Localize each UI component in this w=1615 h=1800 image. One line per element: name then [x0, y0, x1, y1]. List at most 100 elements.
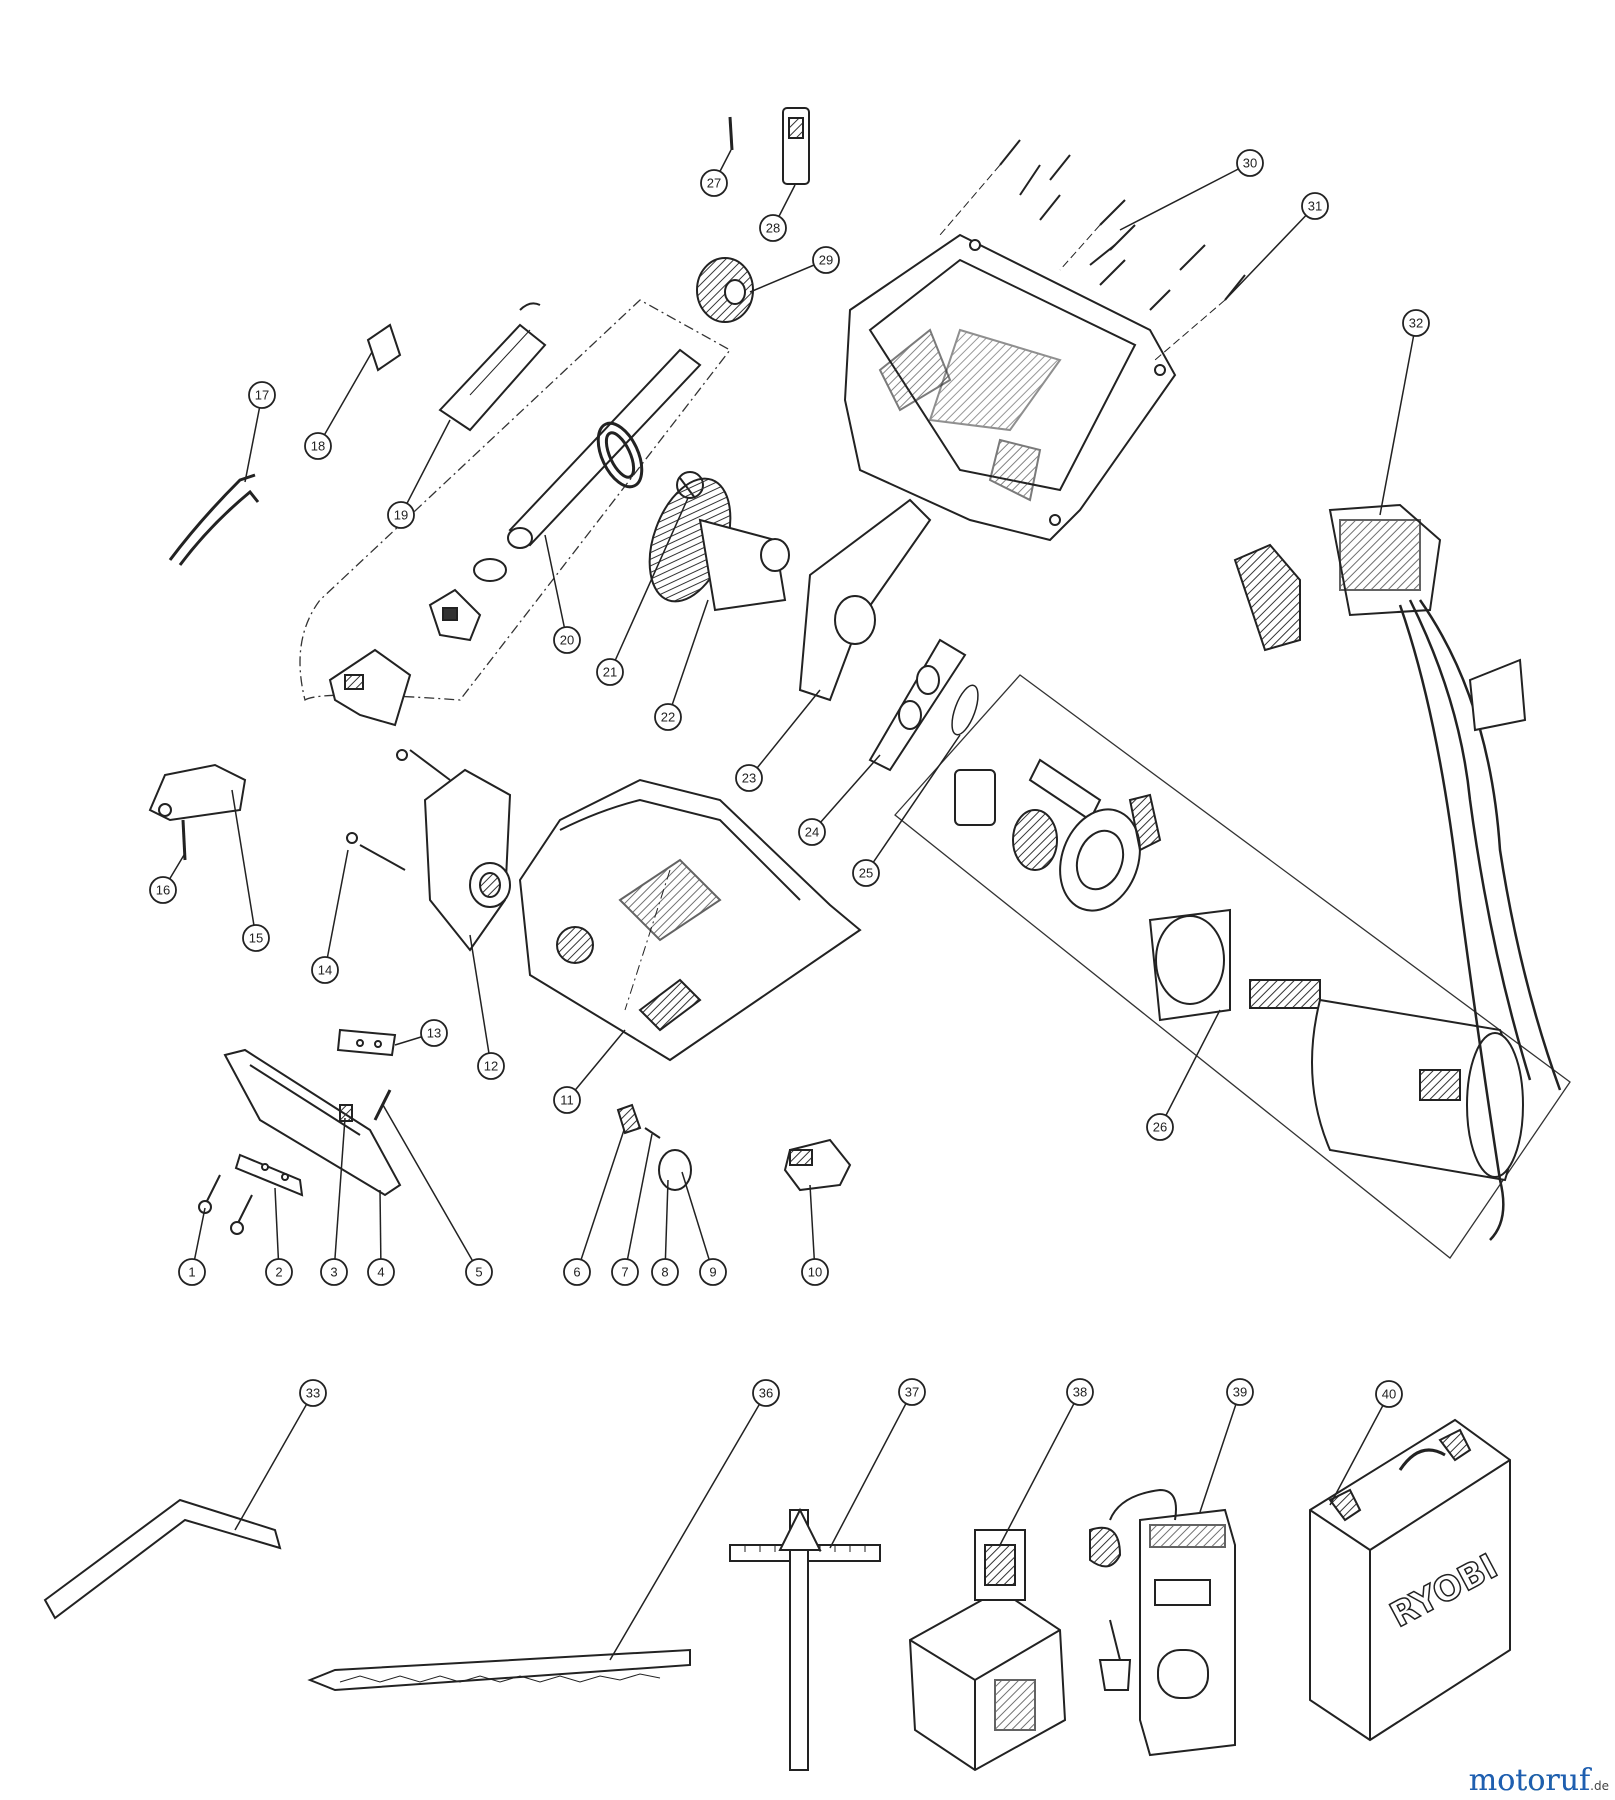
callout-number-22: 22 — [661, 710, 675, 725]
callout-circle-36 — [752, 1379, 780, 1407]
callout-circle-17 — [248, 381, 276, 409]
callout-number-39: 39 — [1233, 1385, 1247, 1400]
leader-line-8 — [664, 1179, 669, 1273]
callout-circle-30 — [1236, 149, 1264, 177]
cap-9 — [658, 1149, 692, 1191]
callout-number-23: 23 — [742, 771, 756, 786]
callout-number-16: 16 — [156, 883, 170, 898]
callout-14: 14 — [311, 956, 339, 984]
callout-10: 10 — [801, 1258, 829, 1286]
callout-4: 4 — [367, 1258, 395, 1286]
washer-25 — [951, 684, 979, 736]
leader-line-40 — [1329, 1393, 1390, 1506]
leader-line-9 — [681, 1171, 714, 1273]
leader-line-32 — [1379, 322, 1417, 516]
callout-5: 5 — [465, 1258, 493, 1286]
callout-circle-9 — [699, 1258, 727, 1286]
leader-line-5 — [382, 1104, 480, 1273]
callout-number-7: 7 — [621, 1265, 628, 1280]
leader-line-17 — [244, 394, 263, 483]
callout-6: 6 — [563, 1258, 591, 1286]
gearbox-group-outline — [299, 299, 731, 702]
plate-13 — [336, 1028, 397, 1057]
callout-circle-26 — [1146, 1113, 1174, 1141]
spring-7 — [644, 1127, 661, 1139]
watermark: motoruf.de — [1469, 1763, 1609, 1798]
callout-circle-21 — [596, 658, 624, 686]
callout-number-8: 8 — [661, 1265, 668, 1280]
leader-line-24 — [811, 754, 881, 833]
callout-number-25: 25 — [859, 866, 873, 881]
callout-21: 21 — [596, 658, 624, 686]
pad-18 — [366, 323, 402, 372]
callout-circle-19 — [387, 501, 415, 529]
callout-33: 33 — [299, 1379, 327, 1407]
pin-16 — [181, 819, 187, 861]
leader-line-21 — [609, 497, 689, 673]
callout-circle-2 — [265, 1258, 293, 1286]
leader-line-33 — [234, 1392, 314, 1531]
callout-number-12: 12 — [484, 1059, 498, 1074]
callout-40: 40 — [1375, 1380, 1403, 1408]
leader-line-10 — [809, 1184, 816, 1273]
callout-circle-1 — [178, 1258, 206, 1286]
watermark-suffix: .de — [1590, 1779, 1609, 1793]
callout-circle-7 — [611, 1258, 639, 1286]
plate-24 — [868, 638, 967, 772]
callout-number-2: 2 — [275, 1265, 282, 1280]
callout-circle-25 — [852, 859, 880, 887]
pin-27 — [728, 116, 734, 151]
callout-circle-10 — [801, 1258, 829, 1286]
leader-line-6 — [576, 1129, 625, 1273]
callout-19: 19 — [387, 501, 415, 529]
callout-circle-6 — [563, 1258, 591, 1286]
motor-26 — [954, 758, 1524, 1182]
callout-circle-27 — [700, 169, 728, 197]
lever-15 — [148, 763, 247, 822]
callout-circle-29 — [812, 246, 840, 274]
clip-6 — [616, 1103, 642, 1135]
hex-key-33 — [43, 1498, 282, 1620]
callout-number-19: 19 — [394, 508, 408, 523]
callout-31: 31 — [1301, 192, 1329, 220]
leader-line-36 — [609, 1392, 767, 1661]
callout-circle-22 — [654, 703, 682, 731]
front-housing-11 — [518, 778, 862, 1062]
callout-number-31: 31 — [1308, 199, 1322, 214]
callout-36: 36 — [752, 1379, 780, 1407]
blade-clamp — [328, 648, 412, 727]
callout-circle-28 — [759, 214, 787, 242]
callout-9: 9 — [699, 1258, 727, 1286]
leader-line-14 — [324, 849, 349, 971]
callout-18: 18 — [304, 432, 332, 460]
callout-number-26: 26 — [1153, 1120, 1167, 1135]
leader-line-38 — [999, 1391, 1081, 1546]
callout-7: 7 — [611, 1258, 639, 1286]
gear-housing — [843, 233, 1177, 542]
callout-circle-3 — [320, 1258, 348, 1286]
guide-19 — [438, 302, 547, 432]
leader-line-18 — [317, 351, 373, 447]
callout-circle-38 — [1066, 1378, 1094, 1406]
callout-26: 26 — [1146, 1113, 1174, 1141]
callout-number-36: 36 — [759, 1386, 773, 1401]
callout-39: 39 — [1226, 1378, 1254, 1406]
callout-number-4: 4 — [377, 1265, 384, 1280]
callout-circle-24 — [798, 818, 826, 846]
callout-number-30: 30 — [1243, 156, 1257, 171]
callout-number-10: 10 — [808, 1265, 822, 1280]
callout-number-5: 5 — [475, 1265, 482, 1280]
callout-number-32: 32 — [1409, 316, 1423, 331]
lever-23 — [798, 498, 932, 702]
callout-28: 28 — [759, 214, 787, 242]
leader-line-2 — [274, 1187, 280, 1273]
callout-circle-12 — [477, 1052, 505, 1080]
callout-number-27: 27 — [707, 176, 721, 191]
leader-line-11 — [566, 1029, 626, 1101]
leader-line-30 — [1119, 162, 1251, 231]
plate-2 — [234, 1153, 304, 1197]
shaft-20 — [507, 348, 702, 549]
callout-circle-5 — [465, 1258, 493, 1286]
base-shoe-4 — [223, 1048, 402, 1197]
